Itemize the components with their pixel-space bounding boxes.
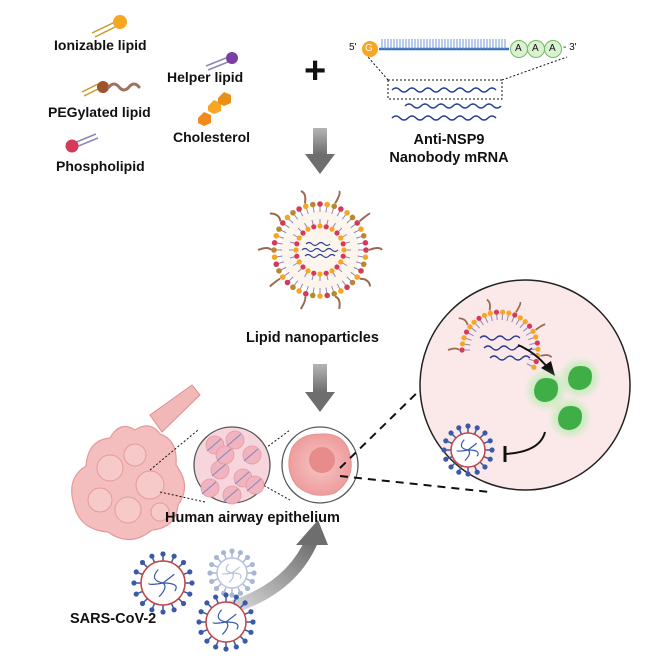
polya-bead <box>544 40 562 58</box>
airway-tissue-illustration <box>71 384 201 541</box>
epithelium-label: Human airway epithelium <box>165 510 340 526</box>
polya-label-1: A <box>515 43 522 54</box>
single-cell-circle <box>281 426 359 504</box>
mrna-five-prime-label: 5' <box>349 42 357 53</box>
nanobody-icon <box>548 396 592 440</box>
phospholipid-icon <box>65 133 99 153</box>
down-arrow-2 <box>305 364 335 412</box>
mrna-title-line2: Nanobody mRNA <box>389 150 509 166</box>
helper-lipid-icon <box>205 52 238 71</box>
legend-ionizable-lipid-label: Ionizable lipid <box>54 37 147 53</box>
cholesterol-icon <box>198 92 231 126</box>
legend-cholesterol-label: Cholesterol <box>173 129 251 145</box>
mrna-cap-icon <box>362 41 378 57</box>
mrna-strand <box>362 39 568 121</box>
mrna-title-line1: Anti-NSP9 <box>413 132 485 148</box>
sars-cov-2-virus-icon <box>131 551 195 615</box>
sars-cov-2-virus-icon <box>196 592 256 652</box>
mrna-three-prime-label: - 3' <box>563 42 577 53</box>
legend-pegylated-lipid-label: PEGylated lipid <box>48 104 151 120</box>
legend-phospholipid-label: Phospholipid <box>56 158 145 174</box>
sars-cov-2-virus-icon <box>207 548 257 598</box>
plus-sign: + <box>304 50 327 92</box>
polya-label-3: A <box>549 43 556 54</box>
epithelium-magnified-circle <box>193 426 271 505</box>
pegylated-lipid-icon <box>81 81 141 97</box>
lnp-label: Lipid nanoparticles <box>246 330 379 346</box>
mrna-cap-label: G <box>365 43 373 54</box>
down-arrow-1 <box>305 128 335 174</box>
intracellular-mechanism-circle <box>419 279 631 491</box>
ionizable-lipid-icon <box>91 15 127 38</box>
polya-label-2: A <box>532 43 539 54</box>
nanobody-icon <box>558 356 602 400</box>
lipid-nanoparticle <box>257 190 383 310</box>
legend-helper-lipid-label: Helper lipid <box>167 69 244 85</box>
virus-label: SARS-CoV-2 <box>70 611 157 627</box>
